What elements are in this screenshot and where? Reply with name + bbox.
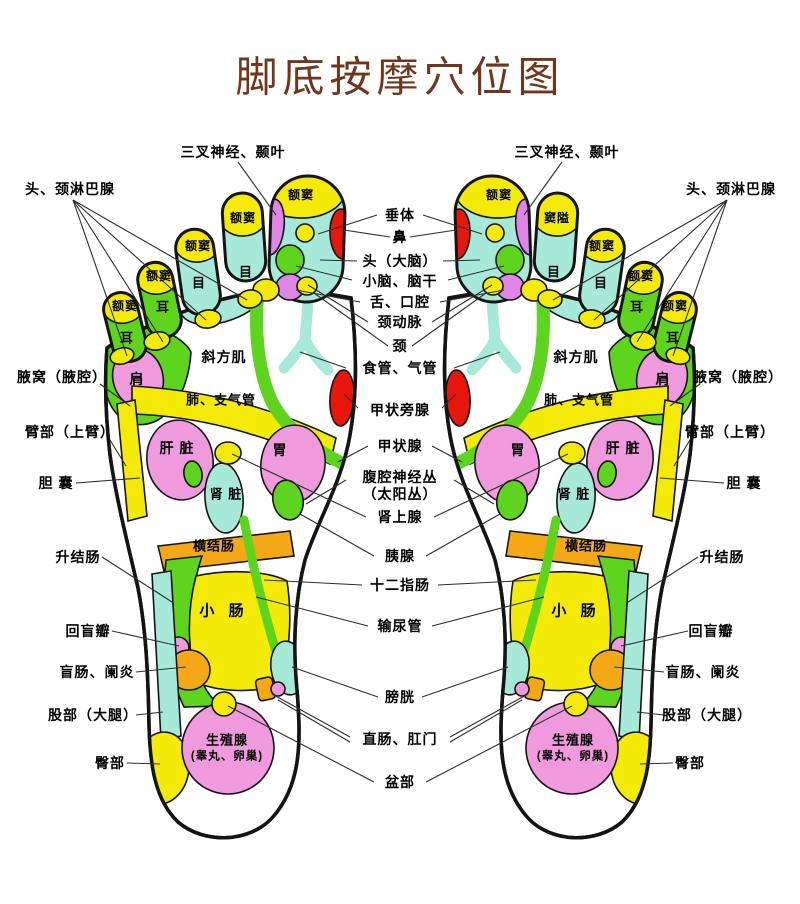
- foot-left-small-intestine: 小 肠: [199, 602, 249, 620]
- foot-right-transverse-colon: 横结肠: [564, 538, 608, 554]
- foot-right-ear-2: 耳: [665, 330, 681, 346]
- leader-lines: [72, 161, 728, 783]
- foot-right-liver: 肝 脏: [605, 440, 641, 456]
- foot-right-sinus-2: 窦隘: [543, 211, 571, 225]
- foot-left-sinus-2: 额窦: [229, 211, 257, 225]
- zone-cerebellum: [275, 244, 305, 276]
- label-right-gallbladder: 胆 囊: [726, 475, 762, 491]
- foot-left-ear: 耳: [155, 299, 171, 315]
- foot-left-gonad: 生殖腺: [205, 732, 249, 748]
- foot-left-sinus-big: 额窦: [287, 188, 315, 202]
- sole-zones: [105, 290, 355, 805]
- foot-left-gonad-sub: (睾丸、卵巢): [190, 750, 264, 763]
- label-pelvis: 盆部: [385, 774, 415, 790]
- zone-pancreas: [271, 479, 305, 521]
- foot-right-trapezius: 斜方肌: [553, 349, 599, 365]
- label-tongue-mouth: 舌、口腔: [370, 294, 430, 310]
- label-rectum-anus: 直肠、肛门: [362, 731, 438, 747]
- foot-right-kidney: 肾 脏: [557, 486, 591, 502]
- foot-right-sinus-3: 额窦: [588, 239, 616, 253]
- label-trigeminal-right: 三叉神经、颞叶: [514, 144, 620, 160]
- foot-right-gonad-sub: (睾丸、卵巢): [536, 750, 610, 763]
- label-right-hip: 臀部: [675, 755, 705, 771]
- foot-left-transverse-colon: 横结肠: [192, 538, 236, 554]
- label-thyroid: 甲状腺: [377, 438, 423, 454]
- label-right-ascending-colon: 升结肠: [699, 549, 745, 565]
- foot-left-kidney: 肾 脏: [209, 486, 243, 502]
- label-bladder: 膀胱: [385, 689, 415, 705]
- foot-right-sinus-big: 额窦: [485, 188, 513, 202]
- foot-right-lung: 肺、支气管: [543, 392, 615, 408]
- label-adrenal: 肾上腺: [377, 509, 423, 525]
- label-right-ileocecal: 回盲瓣: [688, 623, 734, 639]
- zone-pituitary: [295, 223, 315, 243]
- foot-right-shoulder: 肩: [655, 371, 671, 387]
- label-nose: 鼻: [392, 229, 408, 245]
- foot-right-stomach: 胃: [510, 442, 526, 458]
- foot-left-sinus-4: 额窦: [145, 269, 173, 283]
- foot-left-sinus-3: 额窦: [184, 239, 212, 253]
- foot-right-small-intestine: 小 肠: [551, 602, 601, 620]
- label-ureter: 输尿管: [377, 618, 423, 634]
- foot-left-lung: 肺、支气管: [185, 392, 257, 408]
- label-trigeminal-left: 三叉神经、颞叶: [180, 144, 286, 160]
- label-brain: 头（大脑）: [362, 253, 438, 269]
- foot-right-eye-2: 目: [593, 275, 609, 291]
- label-esophagus-trachea: 食管、气管: [362, 360, 438, 376]
- label-cerebellum: 小脑、脑干: [362, 273, 438, 289]
- toe-pads: [109, 273, 318, 366]
- label-left-ileocecal: 回盲瓣: [65, 623, 111, 639]
- label-left-lymph: 头、颈淋巴腺: [25, 181, 115, 197]
- foot-left-trapezius: 斜方肌: [201, 349, 247, 365]
- zone-ureter: [239, 515, 282, 660]
- label-neck: 颈: [392, 338, 408, 354]
- foot-left-ear-2: 耳: [119, 330, 135, 346]
- label-right-thigh: 股部（大腿）: [662, 707, 752, 723]
- label-left-ascending-colon: 升结肠: [55, 549, 101, 565]
- foot-right-ear: 耳: [629, 299, 645, 315]
- label-parathyroid: 甲状旁腺: [370, 402, 430, 418]
- label-duodenum: 十二指肠: [370, 577, 430, 593]
- foot-right-sinus-5: 额窦: [661, 299, 689, 313]
- label-right-cecum: 盲肠、阑炎: [665, 664, 741, 680]
- label-carotid: 颈动脉: [377, 314, 423, 330]
- label-right-axilla: 腋窝（腋腔）: [693, 369, 783, 385]
- foot-left-liver: 肝 脏: [159, 440, 195, 456]
- label-solar-plexus: （太阳丛）: [362, 486, 438, 502]
- zone-pelvis-dot: [211, 691, 237, 717]
- foot-left-eye-2: 目: [191, 275, 207, 291]
- foot-right-eye: 目: [546, 264, 562, 280]
- label-celiac-plexus: 腹腔神经丛: [362, 469, 438, 485]
- page-title: 脚底按摩穴位图: [235, 53, 565, 101]
- foot-right-gonad: 生殖腺: [551, 732, 595, 748]
- zone-adrenal: [214, 441, 242, 465]
- foot-right-sinus-4: 额窦: [627, 269, 655, 283]
- label-left-gallbladder: 胆 囊: [38, 475, 74, 491]
- label-right-lymph: 头、颈淋巴腺: [686, 181, 776, 197]
- label-pancreas: 胰腺: [385, 548, 415, 564]
- foot-left-stomach: 胃: [272, 442, 288, 458]
- zone-anus: [270, 681, 286, 697]
- zone-thigh-strip: [151, 570, 182, 741]
- label-left-cecum: 盲肠、阑炎: [59, 664, 135, 680]
- label-left-thigh: 股部（大腿）: [48, 707, 138, 723]
- label-left-hip: 臀部: [95, 755, 125, 771]
- foot-left-shoulder: 肩: [129, 371, 145, 387]
- foot-left-sinus-5: 额窦: [111, 299, 139, 313]
- label-left-arm: 臂部（上臂）: [25, 424, 115, 440]
- label-right-arm: 臂部（上臂）: [685, 424, 775, 440]
- zone-arm-strip: [116, 399, 148, 523]
- zone-gallbladder: [183, 460, 203, 488]
- toe-2: [219, 190, 269, 284]
- label-pituitary: 垂体: [385, 207, 415, 223]
- label-left-axilla: 腋窝（腋腔）: [17, 369, 107, 385]
- foot-left-eye: 目: [238, 264, 254, 280]
- zone-trachea: [278, 296, 334, 376]
